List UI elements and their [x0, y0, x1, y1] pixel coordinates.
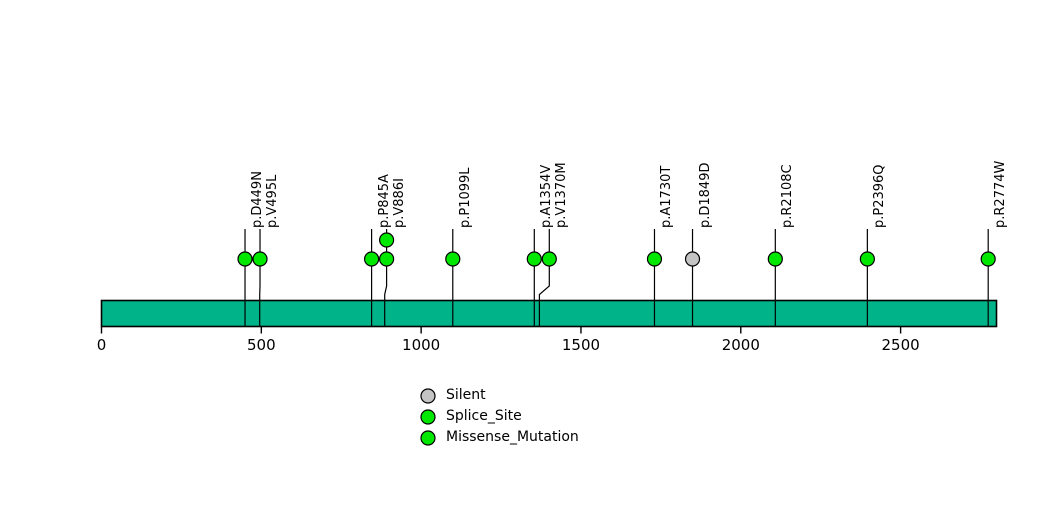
lollipop-label: p.P845A: [377, 174, 392, 228]
lollipop-dot[interactable]: [647, 252, 661, 266]
lollipop-label: p.P2396Q: [872, 164, 887, 228]
lollipop-label: p.V1370M: [554, 162, 569, 228]
lollipop-dot[interactable]: [380, 252, 394, 266]
axis-tick-label: 2000: [722, 336, 760, 354]
lollipop-label: p.A1730T: [659, 166, 674, 228]
lollipop-label: p.R2108C: [780, 164, 795, 228]
lollipop-dot[interactable]: [446, 252, 460, 266]
lollipop-dot[interactable]: [380, 233, 394, 247]
lollipop-dot[interactable]: [238, 252, 252, 266]
legend-label[interactable]: Silent: [446, 387, 486, 403]
lollipop-dot[interactable]: [253, 252, 267, 266]
legend-dot[interactable]: [421, 431, 435, 445]
lollipop-dot[interactable]: [365, 252, 379, 266]
lollipop-dot[interactable]: [542, 252, 556, 266]
axis-tick-label: 1000: [402, 336, 440, 354]
axis-tick-label: 500: [247, 336, 276, 354]
lollipop-dot[interactable]: [981, 252, 995, 266]
legend-dot[interactable]: [421, 410, 435, 424]
lollipop-label: p.V495L: [265, 175, 280, 228]
lollipop-dot[interactable]: [768, 252, 782, 266]
lollipop-dot[interactable]: [527, 252, 541, 266]
legend-label[interactable]: Splice_Site: [446, 408, 522, 424]
axis-tick-label: 1500: [562, 336, 600, 354]
protein-bar: [102, 301, 997, 327]
legend-label[interactable]: Missense_Mutation: [446, 429, 579, 445]
lollipop-label: p.R2774W: [993, 161, 1008, 228]
lollipop-dot[interactable]: [860, 252, 874, 266]
lollipop-label: p.D449N: [250, 171, 265, 228]
axis-tick-label: 0: [97, 336, 107, 354]
lollipop-label: p.A1354V: [539, 165, 554, 228]
lollipop-label: p.D1849D: [698, 163, 713, 229]
lollipop-label: p.P1099L: [458, 167, 473, 228]
axis-tick-label: 2500: [882, 336, 920, 354]
legend-dot[interactable]: [421, 389, 435, 403]
lollipop-label: p.V886I: [392, 178, 407, 228]
lollipop-dot[interactable]: [686, 252, 700, 266]
